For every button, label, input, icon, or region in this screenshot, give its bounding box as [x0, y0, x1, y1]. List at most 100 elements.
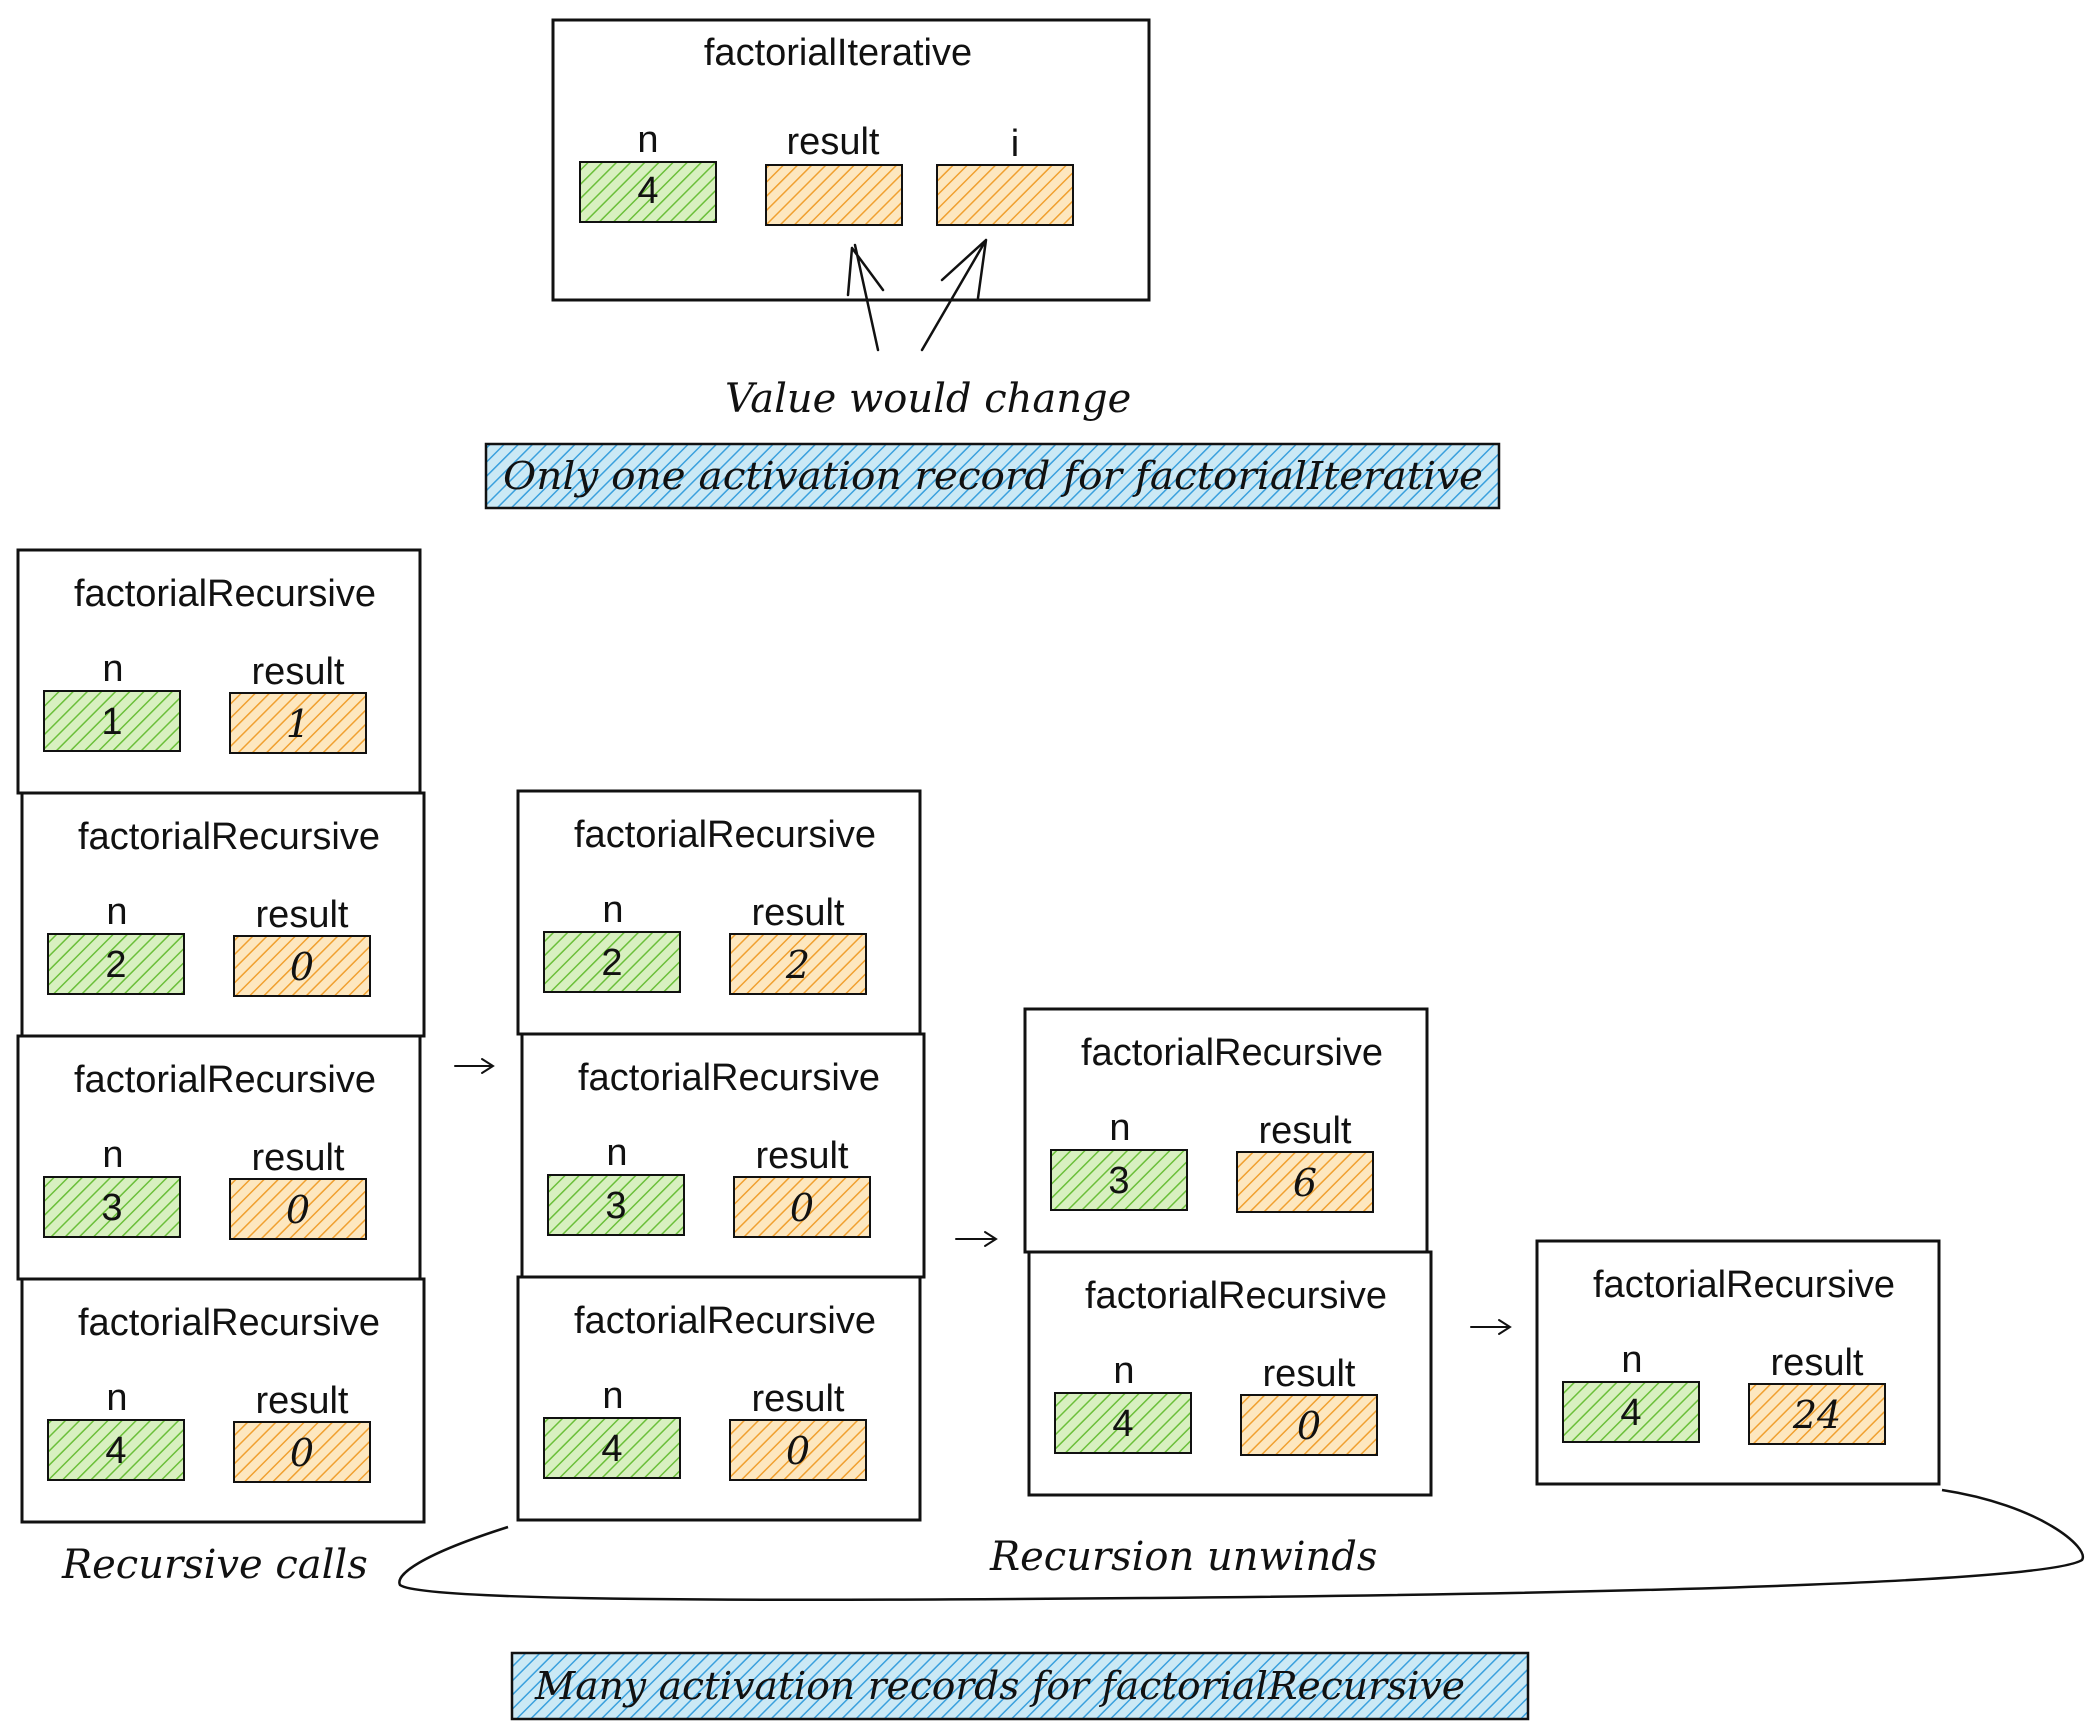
recursive-record-title: factorialRecursive	[1085, 1275, 1387, 1317]
iterative-note: Only one activation record for factorial…	[484, 442, 1501, 510]
var-label-result: result	[256, 894, 349, 936]
change-arrows	[846, 238, 988, 352]
var-cell-n	[43, 690, 181, 752]
var-cell-n	[579, 161, 717, 223]
transition-arrow-3	[1470, 1319, 1512, 1335]
var-cell-result	[729, 1419, 867, 1481]
var-cell-result	[1748, 1383, 1886, 1445]
iterative-note-box	[484, 442, 1501, 510]
var-label-n: n	[1113, 1350, 1134, 1392]
var-value-n: 4	[637, 170, 658, 212]
recursive-stack: factorialRecursiven2result2factorialRecu…	[516, 789, 926, 1522]
var-label-result: result	[1259, 1110, 1352, 1152]
recursive-record-title: factorialRecursive	[574, 1300, 876, 1342]
recursive-record-title: factorialRecursive	[1081, 1032, 1383, 1074]
recursive-record: factorialRecursive n 3 result 6	[1023, 1007, 1429, 1254]
var-value-result: 6	[1293, 1161, 1317, 1205]
var-cell-n	[1054, 1392, 1192, 1454]
var-cell-result	[229, 1178, 367, 1240]
var-value-n: 3	[605, 1185, 626, 1227]
var-cell-n	[543, 1417, 681, 1479]
recursive-records: factorialRecursiven1result1factorialRecu…	[16, 548, 1941, 1524]
arrow-to-result	[846, 243, 885, 352]
var-value-result: 0	[790, 1186, 814, 1230]
var-label-n: n	[102, 648, 123, 690]
var-cell-result	[233, 1421, 371, 1483]
recursive-record-title: factorialRecursive	[78, 816, 380, 858]
var-value-result: 0	[286, 1188, 310, 1232]
recursive-record-title: factorialRecursive	[574, 814, 876, 856]
recursive-note-text: Many activation records for factorialRec…	[534, 1664, 1465, 1708]
var-label-n: n	[106, 891, 127, 933]
var-value-n: 3	[1108, 1160, 1129, 1202]
var-cell-result	[229, 692, 367, 754]
var-cell-n	[47, 933, 185, 995]
var-value-result: 0	[290, 945, 314, 989]
var-value-result: 0	[786, 1429, 810, 1473]
var-label-n: n	[602, 1375, 623, 1417]
var-cell-result	[233, 935, 371, 997]
var-value-n: 1	[101, 701, 122, 743]
var-label-n: n	[637, 119, 658, 161]
var-label-result: result	[787, 121, 880, 163]
var-label-result: result	[1771, 1342, 1864, 1384]
var-value-n: 2	[601, 942, 622, 984]
var-cell-i	[936, 164, 1074, 226]
var-label-result: result	[752, 892, 845, 934]
iterative-record-title: factorialIterative	[704, 32, 972, 74]
recursive-record-title: factorialRecursive	[78, 1302, 380, 1344]
var-value-n: 4	[1620, 1392, 1641, 1434]
recursive-note-box	[510, 1651, 1530, 1721]
var-label-result: result	[756, 1135, 849, 1177]
var-cell-result	[1236, 1151, 1374, 1213]
var-cell-n	[543, 931, 681, 993]
var-label-result: result	[1263, 1353, 1356, 1395]
iterative-note-text: Only one activation record for factorial…	[503, 454, 1483, 498]
var-cell-n	[547, 1174, 685, 1236]
var-value-n: 2	[105, 944, 126, 986]
var-value-result: 0	[290, 1431, 314, 1475]
recursive-record-frame	[20, 1277, 426, 1524]
recursive-record-frame	[516, 1275, 922, 1522]
var-label-n: n	[1621, 1339, 1642, 1381]
var-value-result: 2	[785, 943, 810, 987]
recursive-record: factorialRecursive n 2 result 2	[516, 789, 922, 1036]
recursive-record: factorialRecursive n 1 result 1	[16, 548, 422, 795]
var-label-n: n	[106, 1377, 127, 1419]
var-label-result: result	[256, 1380, 349, 1422]
var-label-result: result	[252, 1137, 345, 1179]
arrow-to-i	[920, 238, 988, 352]
var-label-n: n	[602, 889, 623, 931]
var-label-result: result	[252, 651, 345, 693]
var-label-n: n	[606, 1132, 627, 1174]
recursive-record-title: factorialRecursive	[74, 573, 376, 615]
recursive-calls-label: Recursive calls	[61, 1542, 368, 1588]
iterative-record: factorialIterative n 4 result i	[551, 18, 1151, 302]
var-label-i: i	[1011, 123, 1019, 165]
var-value-result: 1	[286, 702, 310, 746]
unwind-bracket	[398, 1488, 2085, 1602]
recursive-record: factorialRecursive n 4 result 0	[20, 1277, 426, 1524]
var-cell-result	[733, 1176, 871, 1238]
recursive-note: Many activation records for factorialRec…	[510, 1651, 1530, 1721]
var-cell-n	[47, 1419, 185, 1481]
var-label-result: result	[752, 1378, 845, 1420]
transition-arrows	[454, 1058, 1512, 1335]
recursive-stack: factorialRecursiven3result6factorialRecu…	[1023, 1007, 1433, 1497]
var-value-n: 4	[1112, 1403, 1133, 1445]
var-label-n: n	[1109, 1107, 1130, 1149]
recursion-unwinds-label: Recursion unwinds	[989, 1534, 1377, 1580]
recursive-record-title: factorialRecursive	[1593, 1264, 1895, 1306]
var-cell-n	[1562, 1381, 1700, 1443]
recursive-record-title: factorialRecursive	[74, 1059, 376, 1101]
var-cell-result	[1240, 1394, 1378, 1456]
var-value-n: 4	[105, 1430, 126, 1472]
var-label-n: n	[102, 1134, 123, 1176]
recursive-record-title: factorialRecursive	[578, 1057, 880, 1099]
value-change-annotation: Value would change	[725, 376, 1131, 422]
